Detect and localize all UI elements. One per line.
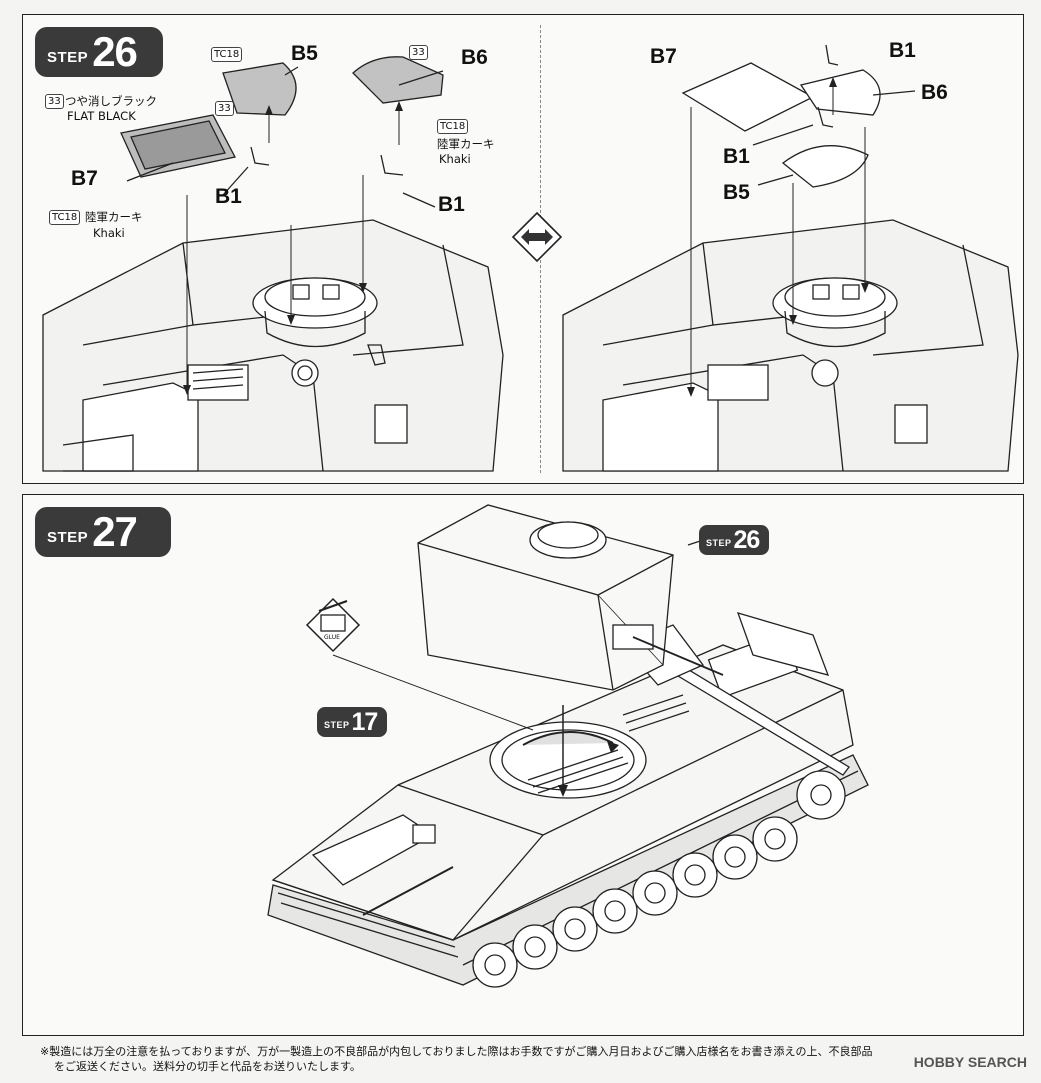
- part-b5-label: B5: [723, 181, 750, 204]
- step-number: 27: [92, 508, 138, 555]
- step-27-badge: STEP 27: [35, 507, 171, 557]
- step-number: 17: [351, 707, 379, 736]
- paint-code-tc18: TC18: [437, 119, 469, 134]
- footer-line: ※製造には万全の注意を払っておりますが、万が一製造上の不良部品が内包しておりまし…: [40, 1045, 873, 1058]
- step-number: 26: [92, 28, 138, 75]
- part-b5-label: B5: [291, 42, 318, 65]
- step-number: 26: [733, 525, 761, 554]
- step-26-badge: STEP 26: [35, 27, 163, 77]
- paint-code-33: 33: [45, 94, 64, 109]
- step-27-panel: STEP 27: [22, 494, 1024, 1036]
- step-27-drawing: [267, 504, 869, 988]
- color-name-jp: 陸軍カーキ: [437, 137, 495, 151]
- step-word: STEP: [47, 528, 89, 546]
- part-b1-label: B1: [438, 193, 465, 216]
- color-name-jp: つや消しブラック: [65, 94, 157, 108]
- part-b1-label: B1: [723, 145, 750, 168]
- glue-label: GLUE: [324, 634, 340, 641]
- footer-line: をご返送ください。送料分の切手と代品をお送りいたします。: [54, 1060, 361, 1073]
- step-17-reference-badge: STEP 17: [317, 707, 387, 737]
- part-b7-label: B7: [71, 167, 98, 190]
- step-word: STEP: [706, 538, 732, 548]
- paint-code-33: 33: [215, 101, 234, 116]
- step-26-panel: STEP 26: [22, 14, 1024, 484]
- part-b6-label: B6: [461, 46, 488, 69]
- color-name-en: Khaki: [93, 226, 125, 240]
- part-b1-label: B1: [215, 185, 242, 208]
- part-b1-label: B1: [889, 39, 916, 62]
- watermark: HOBBY SEARCH: [913, 1054, 1027, 1070]
- paint-code-33: 33: [409, 45, 428, 60]
- paint-code-tc18: TC18: [49, 210, 81, 225]
- part-b6-label: B6: [921, 81, 948, 104]
- footer-note: ※製造には万全の注意を払っておりますが、万が一製造上の不良部品が内包しておりまし…: [40, 1044, 1000, 1074]
- color-name-en: FLAT BLACK: [67, 109, 136, 123]
- step-word: STEP: [324, 720, 350, 730]
- paint-code-tc18: TC18: [211, 47, 243, 62]
- color-name-en: Khaki: [439, 152, 471, 166]
- step-26-drawing: [42, 44, 1019, 472]
- step-26-reference-badge: STEP 26: [699, 525, 769, 555]
- step-word: STEP: [47, 48, 89, 66]
- color-name-jp: 陸軍カーキ: [85, 210, 143, 224]
- part-b7-label: B7: [650, 45, 677, 68]
